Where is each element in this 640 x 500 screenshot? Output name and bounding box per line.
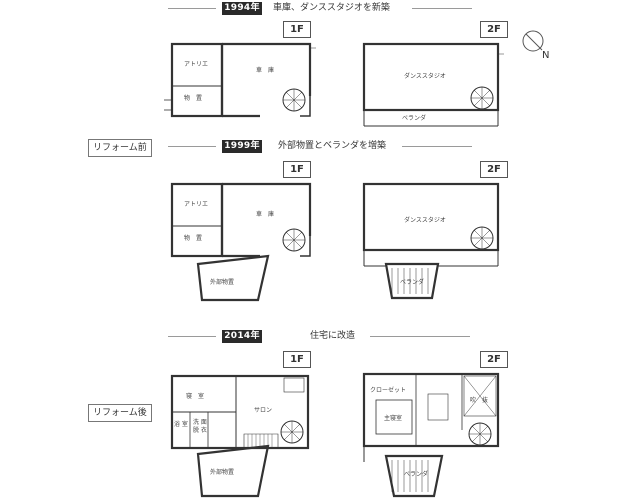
room-storage: 物 置	[184, 234, 202, 242]
section-header-1994: 1994年 車庫、ダンススタジオを新築	[0, 2, 640, 16]
compass-north-label: N	[542, 50, 549, 61]
caption-2014: 住宅に改造	[310, 331, 356, 341]
floor-badge-2f-1999: 2F	[480, 161, 508, 178]
year-badge-1994: 1994年	[222, 2, 262, 15]
floor-badge-1f-1994: 1F	[283, 21, 311, 38]
caption-1994: 車庫、ダンススタジオを新築	[273, 3, 390, 13]
floor-badge-2f-2014: 2F	[480, 351, 508, 368]
room-outdoor-storage: 外部物置	[210, 468, 234, 476]
plan-1999-2f: ダンススタジオ ベランダ	[362, 182, 500, 300]
plan-2014-1f: 寝 室 サロン 浴 室 洗 面 脱 衣 外部物置	[170, 374, 310, 498]
room-veranda: ベランダ	[404, 470, 428, 478]
room-atelier: アトリエ	[184, 61, 208, 68]
room-closet: クローゼット	[370, 386, 406, 394]
floor-badge-1f-2014: 1F	[283, 351, 311, 368]
section-header-2014: 2014年 住宅に改造	[0, 330, 640, 344]
floor-badge-2f-1994: 2F	[480, 21, 508, 38]
room-storage: 物 置	[184, 94, 202, 102]
room-veranda: ベランダ	[402, 114, 426, 122]
caption-1999: 外部物置とベランダを増築	[278, 141, 387, 151]
room-salon: サロン	[254, 407, 272, 414]
room-garage: 車 庫	[256, 210, 274, 218]
room-dressing: 脱 衣	[193, 426, 207, 434]
room-bedroom: 寝 室	[186, 392, 204, 400]
room-washroom: 洗 面	[193, 418, 207, 426]
room-veranda: ベランダ	[400, 278, 424, 286]
floor-badge-1f-1999: 1F	[283, 161, 311, 178]
room-outdoor-storage: 外部物置	[210, 278, 234, 286]
room-dance-studio: ダンススタジオ	[404, 72, 446, 80]
label-after-reform: リフォーム後	[88, 404, 152, 422]
year-badge-1999: 1999年	[222, 140, 262, 153]
room-void: 吹 抜	[470, 396, 488, 404]
label-before-reform: リフォーム前	[88, 139, 152, 157]
room-main-bedroom: 主寝室	[384, 414, 402, 422]
plan-1999-1f: アトリエ 物 置 車 庫 外部物置	[170, 182, 312, 302]
room-dance-studio: ダンススタジオ	[404, 216, 446, 224]
room-atelier: アトリエ	[184, 201, 208, 208]
plan-1994-2f: ダンススタジオ ベランダ	[362, 42, 504, 127]
compass: N	[522, 30, 549, 61]
year-badge-2014: 2014年	[222, 330, 262, 343]
section-header-1999: 1999年 外部物置とベランダを増築	[0, 140, 640, 154]
compass-ring-icon	[522, 30, 544, 52]
room-bath: 浴 室	[174, 420, 188, 428]
plan-1994-1f: アトリエ 物 置 車 庫	[164, 42, 316, 118]
plan-2014-2f: クローゼット 主寝室 吹 抜 ベランダ	[362, 372, 500, 498]
room-garage: 車 庫	[256, 66, 274, 74]
